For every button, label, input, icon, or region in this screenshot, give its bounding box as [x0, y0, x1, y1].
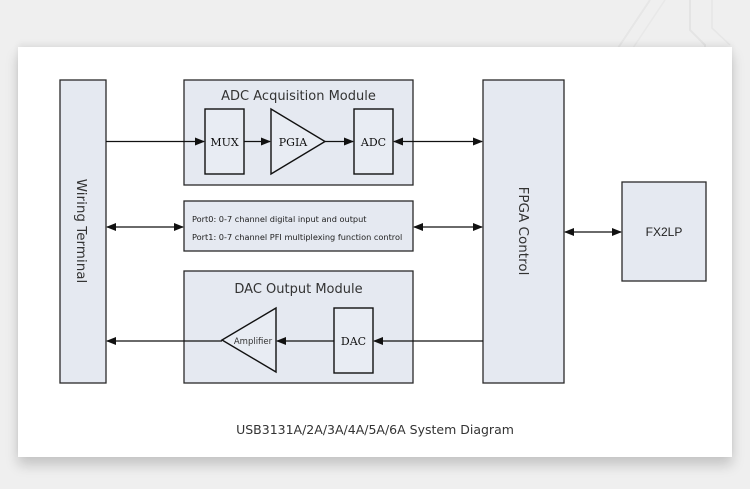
dac-output-module: DAC Output Module Amplifier DAC	[183, 270, 414, 384]
fpga-control-block: FPGA Control	[482, 79, 565, 384]
pgia-amplifier: PGIA	[270, 107, 327, 176]
wiring-terminal-label: Wiring Terminal	[73, 179, 89, 284]
adc-block: ADC	[353, 108, 394, 175]
dac-block: DAC	[333, 307, 374, 374]
port0-label: Port0: 0-7 channel digital input and out…	[192, 214, 367, 224]
dac-module-title: DAC Output Module	[234, 282, 362, 297]
diagram-caption: USB3131A/2A/3A/4A/5A/6A System Diagram	[236, 422, 514, 437]
wiring-terminal-block: Wiring Terminal	[59, 79, 107, 384]
mux-block: MUX	[204, 108, 245, 175]
pgia-label: PGIA	[279, 136, 309, 149]
adc-module-title: ADC Acquisition Module	[221, 89, 376, 104]
adc-label: ADC	[360, 136, 386, 149]
mux-label: MUX	[210, 136, 239, 149]
fpga-label: FPGA Control	[515, 187, 531, 276]
fx2lp-label: FX2LP	[646, 225, 683, 239]
fx2lp-block: FX2LP	[621, 181, 707, 282]
amplifier-label: Amplifier	[234, 337, 273, 347]
port1-label: Port1: 0-7 channel PFI multiplexing func…	[192, 232, 402, 242]
dac-label: DAC	[341, 335, 366, 348]
adc-acquisition-module: ADC Acquisition Module MUX PGIA ADC	[183, 79, 414, 186]
digital-port-block: Port0: 0-7 channel digital input and out…	[183, 200, 414, 252]
